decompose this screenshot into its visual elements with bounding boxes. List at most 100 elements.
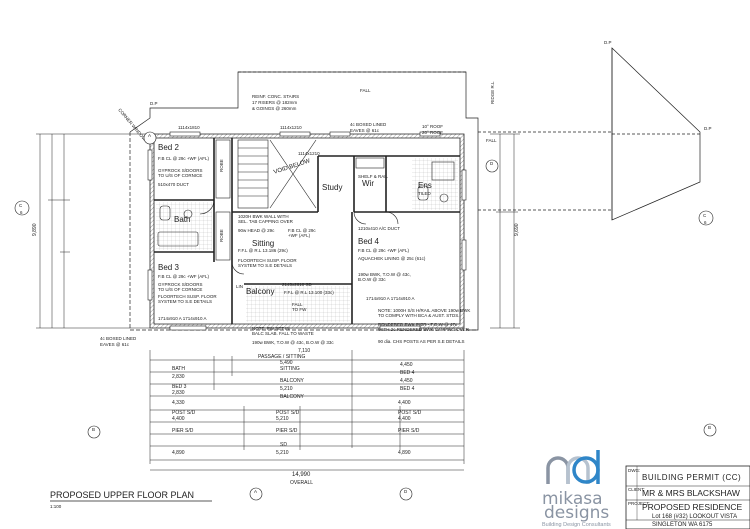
room-bath: Bath bbox=[174, 215, 190, 224]
dim-right-bottom: 4,890 bbox=[398, 450, 411, 456]
room-sitting: Sitting bbox=[252, 239, 274, 248]
note-bed2-gyprock-2: TO U/S OF CORNICE bbox=[158, 173, 202, 178]
tb-address-2: SINGLETON WA 6175 bbox=[652, 522, 713, 528]
note-ens-tiled: TILED bbox=[418, 191, 432, 196]
dim-right-pier-value: 4,400 bbox=[398, 416, 411, 422]
dim-sitting-value: 5,490 bbox=[280, 360, 293, 366]
section-letter-a-top: A bbox=[148, 133, 151, 138]
logo-tagline: Building Design Consultants bbox=[542, 522, 611, 528]
room-ens: Ens bbox=[418, 181, 432, 190]
stair-treads bbox=[237, 139, 269, 209]
note-eaves-top-2: EAVES @ 61c bbox=[350, 128, 380, 133]
note-bed4-ceiling: F.B CL @ 29c +WF (AFL) bbox=[358, 248, 410, 253]
note-sitting-head: 90w HEAD @ 29c bbox=[238, 228, 275, 233]
dim-bath: BATH bbox=[172, 366, 185, 372]
note-bed4-lining: AQUACHEK LINING @ 25c (61c) bbox=[358, 256, 426, 261]
section-letter-a-bottom: A bbox=[254, 489, 257, 494]
tb-project-label: PROJECT: bbox=[628, 501, 650, 506]
dim-balcony: BALCONY bbox=[280, 378, 305, 384]
dim-balcony-value: 5,210 bbox=[280, 386, 293, 392]
dim-bed3-value: 2,830 bbox=[172, 390, 185, 396]
note-sitting-floor-2: SYSTEM TO S.E DETAILS bbox=[238, 263, 292, 268]
note-wir-shelves: SHELF & RAIL bbox=[358, 174, 389, 179]
section-letter-d-bottom: D bbox=[404, 489, 408, 494]
section-marker-d-top bbox=[485, 159, 499, 173]
room-robe-1: ROBE bbox=[219, 159, 224, 172]
dim-balcony-2: BALCONY bbox=[280, 394, 305, 400]
note-pier: RENDERED BWK PIER - T.O.W @ 47c bbox=[378, 322, 458, 327]
section-marker-letters: C C A D B A D B 6 6 bbox=[19, 133, 711, 494]
note-dp-3: D.P bbox=[704, 126, 712, 131]
plan-title: PROPOSED UPPER FLOOR PLAN bbox=[50, 490, 194, 500]
note-roof-pitch: 10° ROOF bbox=[422, 124, 443, 129]
dim-left-post-value: 4,330 bbox=[172, 400, 185, 406]
dim-overall-label: OVERALL bbox=[290, 480, 313, 486]
room-balcony: Balcony bbox=[246, 287, 274, 296]
section-letter-c-right: C bbox=[703, 213, 707, 218]
note-dp-2: D.P bbox=[604, 40, 612, 45]
note-stairs: REINF. CONC. STAIRS 17 RISERS @ 182mm & … bbox=[252, 94, 300, 111]
note-bed2-duct: 510x470 DUCT bbox=[158, 182, 189, 187]
note-eaves-bottom: 4c BOXED LINED bbox=[100, 336, 137, 341]
plan-scale: 1:100 bbox=[50, 504, 62, 509]
note-fall-top: FALL bbox=[360, 88, 371, 93]
room-bed4: Bed 4 bbox=[358, 237, 379, 246]
dim-right-bed4-value-2: 4,450 bbox=[400, 378, 413, 384]
tb-client-label: CLIENT: bbox=[628, 487, 645, 492]
section-marker-a-top bbox=[143, 131, 157, 145]
dim-passage: PASSAGE / SITTING bbox=[258, 354, 306, 360]
dim-left-pier: PIER S/D bbox=[172, 428, 194, 434]
note-ridge: RIDGE R.L bbox=[490, 81, 495, 104]
dim-right-overall: 9,690 bbox=[514, 223, 520, 236]
dim-left-overall: 9,890 bbox=[32, 223, 38, 236]
note-bed3-ceiling: F.B CL @ 29c +WF (AFL) bbox=[158, 274, 210, 279]
logo-company: mikasa bbox=[542, 489, 603, 509]
plan-title-block: PROPOSED UPPER FLOOR PLAN 1:100 bbox=[50, 490, 212, 509]
note-sitting-wall-2: SEL. TAB CAPPING OVER bbox=[238, 219, 294, 224]
company-logo: mikasa designs Building Design Consultan… bbox=[542, 450, 611, 528]
note-window-bed3: 1714x910 A 1714x910 A bbox=[158, 316, 207, 321]
section-sheet-c-left: 6 bbox=[20, 210, 23, 215]
note-window-bed4: 1714x910 A 1714x910 A bbox=[366, 296, 415, 301]
right-dimensions bbox=[490, 133, 520, 329]
room-bed2: Bed 2 bbox=[158, 143, 179, 152]
note-pier-2: WITH 2c RENDERED BWK CAPPING OVER bbox=[378, 327, 470, 332]
note-sitting-rl: F.F.L @ R.L 13.186 (29c) bbox=[238, 248, 288, 253]
section-letter-b-left: B bbox=[92, 427, 95, 432]
windows bbox=[147, 131, 467, 331]
dim-right-bed4-2: BED 4 bbox=[400, 386, 415, 392]
note-roof-pitch-2: 20° ROOF bbox=[422, 130, 443, 135]
wet-areas bbox=[156, 158, 458, 322]
note-eaves-bottom-2: EAVES @ 61c bbox=[100, 342, 130, 347]
note-balcony-rl: F.F.L @ R.L 13.100 (33c) bbox=[284, 290, 334, 295]
section-marker-d-bottom bbox=[399, 487, 413, 501]
room-wir: Wir bbox=[362, 179, 374, 188]
dim-overall-value: 14,990 bbox=[292, 472, 311, 478]
note-balcony-bwk: 190w BWK, T.O.W @ 43c, B.O.W @ 33c bbox=[252, 340, 334, 345]
note-bed4-bwk: 190w BWK, T.O.W @ 43c, bbox=[358, 272, 411, 277]
note-balcony-fall-2: TO FW bbox=[292, 307, 307, 312]
note-bed4-duct: 1210x410 A/C DUCT bbox=[358, 226, 400, 231]
note-bed4-bwk-2: B.O.W @ 33c bbox=[358, 277, 386, 282]
dim-right-post: POST S/D bbox=[398, 410, 422, 416]
bottom-dimensions bbox=[149, 350, 465, 464]
room-robe-2: ROBE bbox=[219, 229, 224, 242]
title-block: DWG: BUILDING PERMIT (CC) CLIENT: MR & M… bbox=[625, 465, 750, 529]
note-window-study: 1114x1210 bbox=[298, 151, 320, 156]
note-dp-1: D.P bbox=[150, 101, 158, 106]
note-balcony-sd: 2145x2610 SD bbox=[282, 282, 313, 287]
note-bed3-floor-2: SYSTEM TO S.E DETAILS bbox=[158, 299, 212, 304]
note-bed3-gyprock: GYPROCK S/DOORS bbox=[158, 282, 203, 287]
note-balcony-fw: NOTE: FW SET IN bbox=[252, 326, 290, 331]
dim-bath-value: 2,830 bbox=[172, 374, 185, 380]
tb-drawing-label: DWG: bbox=[628, 468, 640, 473]
note-handrail: NOTE: 1000H S/S H/RAIL ABOVE 190w BWK bbox=[378, 308, 470, 313]
dim-passage-value: 7,110 bbox=[298, 348, 310, 354]
section-markers bbox=[14, 131, 717, 501]
section-letter-b-right: B bbox=[708, 425, 711, 430]
tb-project: PROPOSED RESIDENCE bbox=[642, 502, 742, 512]
note-sitting-floor: FLOORTECH SUSP. FLOOR bbox=[238, 258, 297, 263]
bottom-dimension-labels: PASSAGE / SITTING 7,110 SITTING 5,490 BA… bbox=[172, 348, 422, 486]
dim-bed3: BED 3 bbox=[172, 384, 187, 390]
note-window-bed2: 1114x1810 bbox=[178, 125, 200, 130]
